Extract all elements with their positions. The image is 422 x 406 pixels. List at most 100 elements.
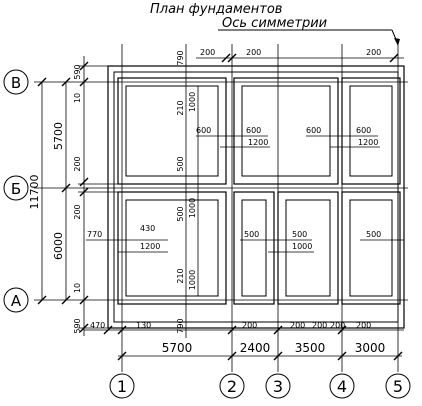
row-axis-lines: [34, 81, 408, 301]
row-v-dimensions: [196, 135, 380, 148]
row-v-label: 600: [306, 126, 321, 135]
tick: [61, 77, 71, 87]
foundation-inner-outline: [113, 71, 399, 323]
row-axis-markers: В Б А: [3, 69, 29, 313]
row-marker-circle-a: [3, 287, 29, 313]
cell-bot-1-inner: [125, 199, 219, 297]
cell-bot-4: [341, 191, 401, 305]
left-col-label: 200: [73, 204, 82, 219]
inner-col-label: 1000: [188, 92, 197, 112]
bottom-offset-chain: [84, 325, 404, 335]
left-col-label: 590: [73, 64, 82, 79]
row-a-label: 1000: [292, 242, 312, 251]
top-dimension-chain: [196, 53, 404, 63]
left-col-label: 10: [73, 93, 82, 103]
inner-col-label: 1000: [188, 198, 197, 218]
col-marker-circle-5: [385, 373, 411, 399]
tick: [79, 177, 89, 187]
top-offset-label: 200: [246, 48, 261, 57]
inner-col-label: 1000: [188, 270, 197, 290]
tick: [61, 183, 71, 193]
row-a-label: 1200: [140, 242, 160, 251]
inner-col-label: 210: [176, 100, 185, 115]
bottom-offset-label: 470: [90, 321, 105, 330]
left-span-label-lower: 6000: [52, 232, 65, 260]
tick: [227, 325, 237, 335]
column-axis-markers: 1 2 3 4 5: [109, 373, 411, 399]
row-v-label: 600: [246, 126, 261, 135]
left-col-label: 200: [73, 156, 82, 171]
bottom-span-label: 3500: [295, 341, 326, 355]
tick: [79, 295, 89, 305]
symmetry-arrow-icon: [394, 38, 400, 46]
row-a-label: 430: [140, 224, 155, 233]
row-a-label: 500: [366, 230, 381, 239]
tick: [79, 77, 89, 87]
row-v-label: 600: [196, 126, 211, 135]
cell-top-1-inner: [125, 85, 219, 177]
col-marker-circle-4: [329, 373, 355, 399]
drawing-title: План фундаментов: [150, 2, 282, 17]
left-total-dim-label: 11700: [28, 175, 41, 210]
tick: [227, 53, 237, 63]
foundation-outer-outline: [107, 65, 405, 329]
bottom-offset-label: 130: [136, 321, 151, 330]
foundation-cells: [117, 77, 401, 305]
cell-top-2-inner: [241, 85, 331, 177]
inner-col-label: 790: [176, 50, 185, 65]
cell-bot-2-inner: [241, 199, 267, 297]
cell-bot-2: [233, 191, 275, 305]
tick: [337, 325, 347, 335]
cell-top-3-inner: [349, 85, 393, 177]
tick: [393, 351, 403, 361]
inner-col-label: 500: [176, 206, 185, 221]
tick: [227, 351, 237, 361]
bottom-offset-label: 200: [312, 321, 327, 330]
row-v-label: 1200: [358, 138, 378, 147]
row-v-label: 600: [356, 126, 371, 135]
left-col-label: 590: [73, 318, 82, 333]
bottom-span-label: 3000: [355, 341, 386, 355]
top-offset-label: 200: [366, 48, 381, 57]
tick: [117, 351, 127, 361]
left-col-label: 10: [73, 283, 82, 293]
tick: [37, 295, 47, 305]
bottom-offset-label: 200: [290, 321, 305, 330]
col-marker-label-3: 3: [273, 377, 283, 396]
bottom-offset-label: 200: [242, 321, 257, 330]
col-marker-circle-3: [265, 373, 291, 399]
col-marker-circle-2: [219, 373, 245, 399]
row-a-label: 770: [87, 230, 102, 239]
row-marker-label-v: В: [11, 74, 21, 92]
cell-bot-4-inner: [349, 199, 393, 297]
symmetry-axis-label: Ось симметрии: [222, 16, 327, 31]
inner-col-label: 790: [176, 318, 185, 333]
row-a-label: 500: [244, 230, 259, 239]
bottom-offset-label: 200: [356, 321, 371, 330]
bottom-span-label: 2400: [240, 341, 271, 355]
inner-vertical-dimension: [185, 44, 199, 338]
cell-top-1: [117, 77, 227, 185]
cell-top-3: [341, 77, 401, 185]
cell-top-2: [233, 77, 339, 185]
inner-col-label: 210: [176, 268, 185, 283]
top-offset-label: 200: [200, 48, 215, 57]
row-marker-circle-v: [3, 69, 29, 95]
tick: [337, 351, 347, 361]
left-span-label-upper: 5700: [52, 122, 65, 150]
row-a-label: 500: [292, 230, 307, 239]
left-dimension-chain: [37, 56, 118, 336]
row-marker-circle-b: [3, 175, 29, 201]
tick: [221, 53, 231, 63]
bottom-span-label: 5700: [162, 341, 193, 355]
tick: [273, 351, 283, 361]
col-marker-label-4: 4: [337, 377, 347, 396]
row-a-dimensions: [86, 239, 404, 253]
cell-bot-3-inner: [285, 199, 331, 297]
col-marker-label-5: 5: [393, 377, 403, 396]
row-marker-label-a: А: [11, 292, 22, 310]
tick: [37, 77, 47, 87]
col-marker-circle-1: [109, 373, 135, 399]
row-v-label: 1200: [248, 138, 268, 147]
